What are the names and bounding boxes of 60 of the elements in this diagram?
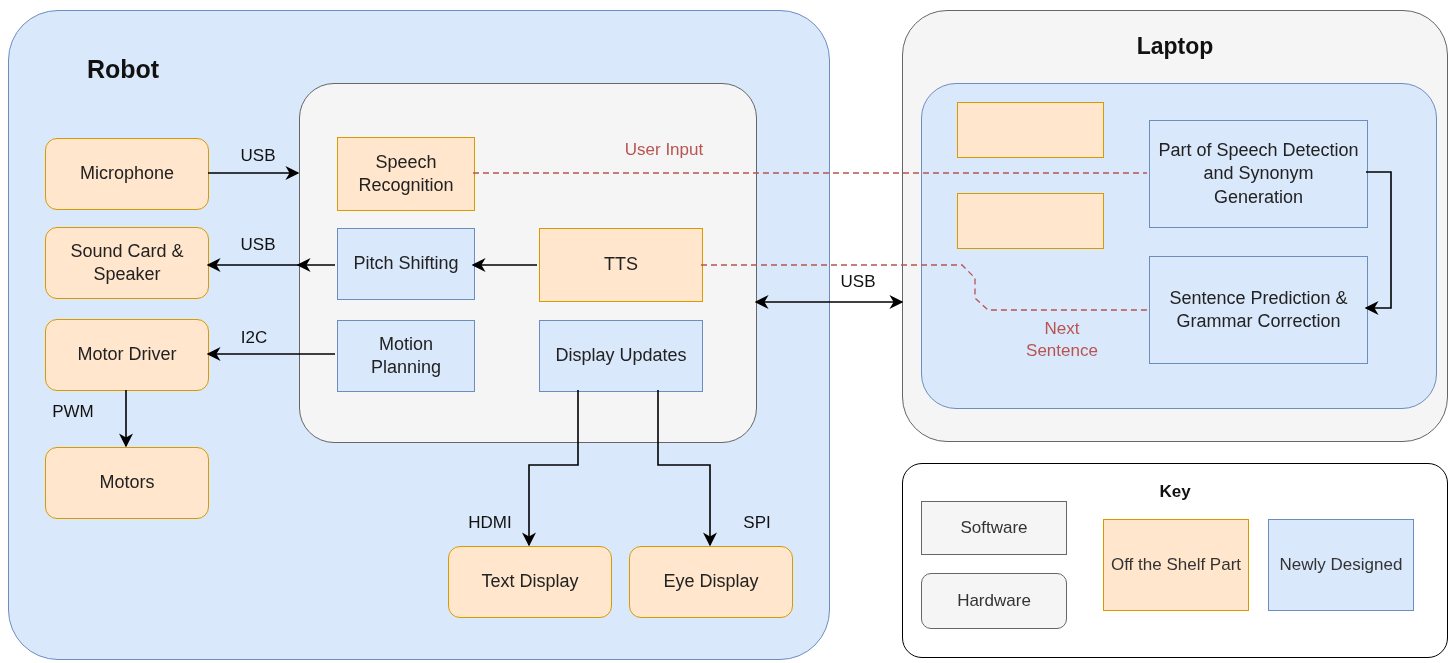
edge-label: SPI [743,511,771,534]
edge-label: Next Sentence [1025,317,1099,362]
legend-text: Off the Shelf Part [1110,553,1242,576]
process-box [539,320,703,392]
key-panel [902,463,1448,658]
arrow [522,389,579,547]
legend-text: Newly Designed [1279,553,1403,576]
hardware-box [45,138,209,210]
node-label: Pitch Shifting [353,252,459,276]
edge-label: PWM [52,400,94,423]
legend-text: Hardware [957,589,1031,612]
node-label: Motion Planning [369,332,443,379]
container-panel [8,10,830,660]
hardware-box [45,227,209,299]
edge-label: I2C [240,326,268,349]
edge-label: User Input [624,138,704,161]
group-title: Laptop [1136,33,1214,60]
arrow [754,295,904,309]
hardware-box [629,546,793,618]
node-label: TTS [604,253,638,277]
arrow [207,258,336,272]
edge-label: HDMI [468,511,512,534]
dashed-connector [472,172,1148,174]
process-box [957,102,1104,158]
container-panel [921,83,1437,409]
process-box [337,320,475,392]
process-box [957,193,1104,249]
node-label: Motor Driver [77,343,177,367]
hardware-box [45,447,209,519]
legend-text: Software [960,516,1028,539]
dashed-connector [700,264,1148,311]
arrow [1364,171,1392,315]
hardware-box [448,546,612,618]
edge-label: USB [840,270,876,293]
process-box [337,137,475,211]
process-box [337,228,475,300]
node-label: Text Display [481,570,579,594]
group-title: Robot [87,55,160,84]
hardware-box [45,319,209,391]
node-label: Microphone [79,162,175,186]
arrow [471,258,538,272]
arrow [207,166,300,180]
process-box [1149,120,1368,228]
edge-label: USB [240,144,276,167]
node-label: Part of Speech Detection and Synonym Generation [1158,138,1359,209]
node-label: Sentence Prediction & Grammar Correction [1168,286,1349,333]
node-label: Display Updates [555,344,687,368]
process-box [1149,256,1368,364]
group-title: Key [1159,482,1191,502]
arrow [206,347,336,361]
process-box [539,228,703,302]
container-panel [902,10,1448,442]
arrow [657,389,717,547]
container-panel [299,83,757,443]
node-label: Sound Card & Speaker [69,239,185,286]
node-label: Motors [99,471,155,495]
node-label: Eye Display [663,570,759,594]
arrow [119,389,133,448]
node-label: Speech Recognition [357,150,455,197]
edge-label: USB [240,233,276,256]
